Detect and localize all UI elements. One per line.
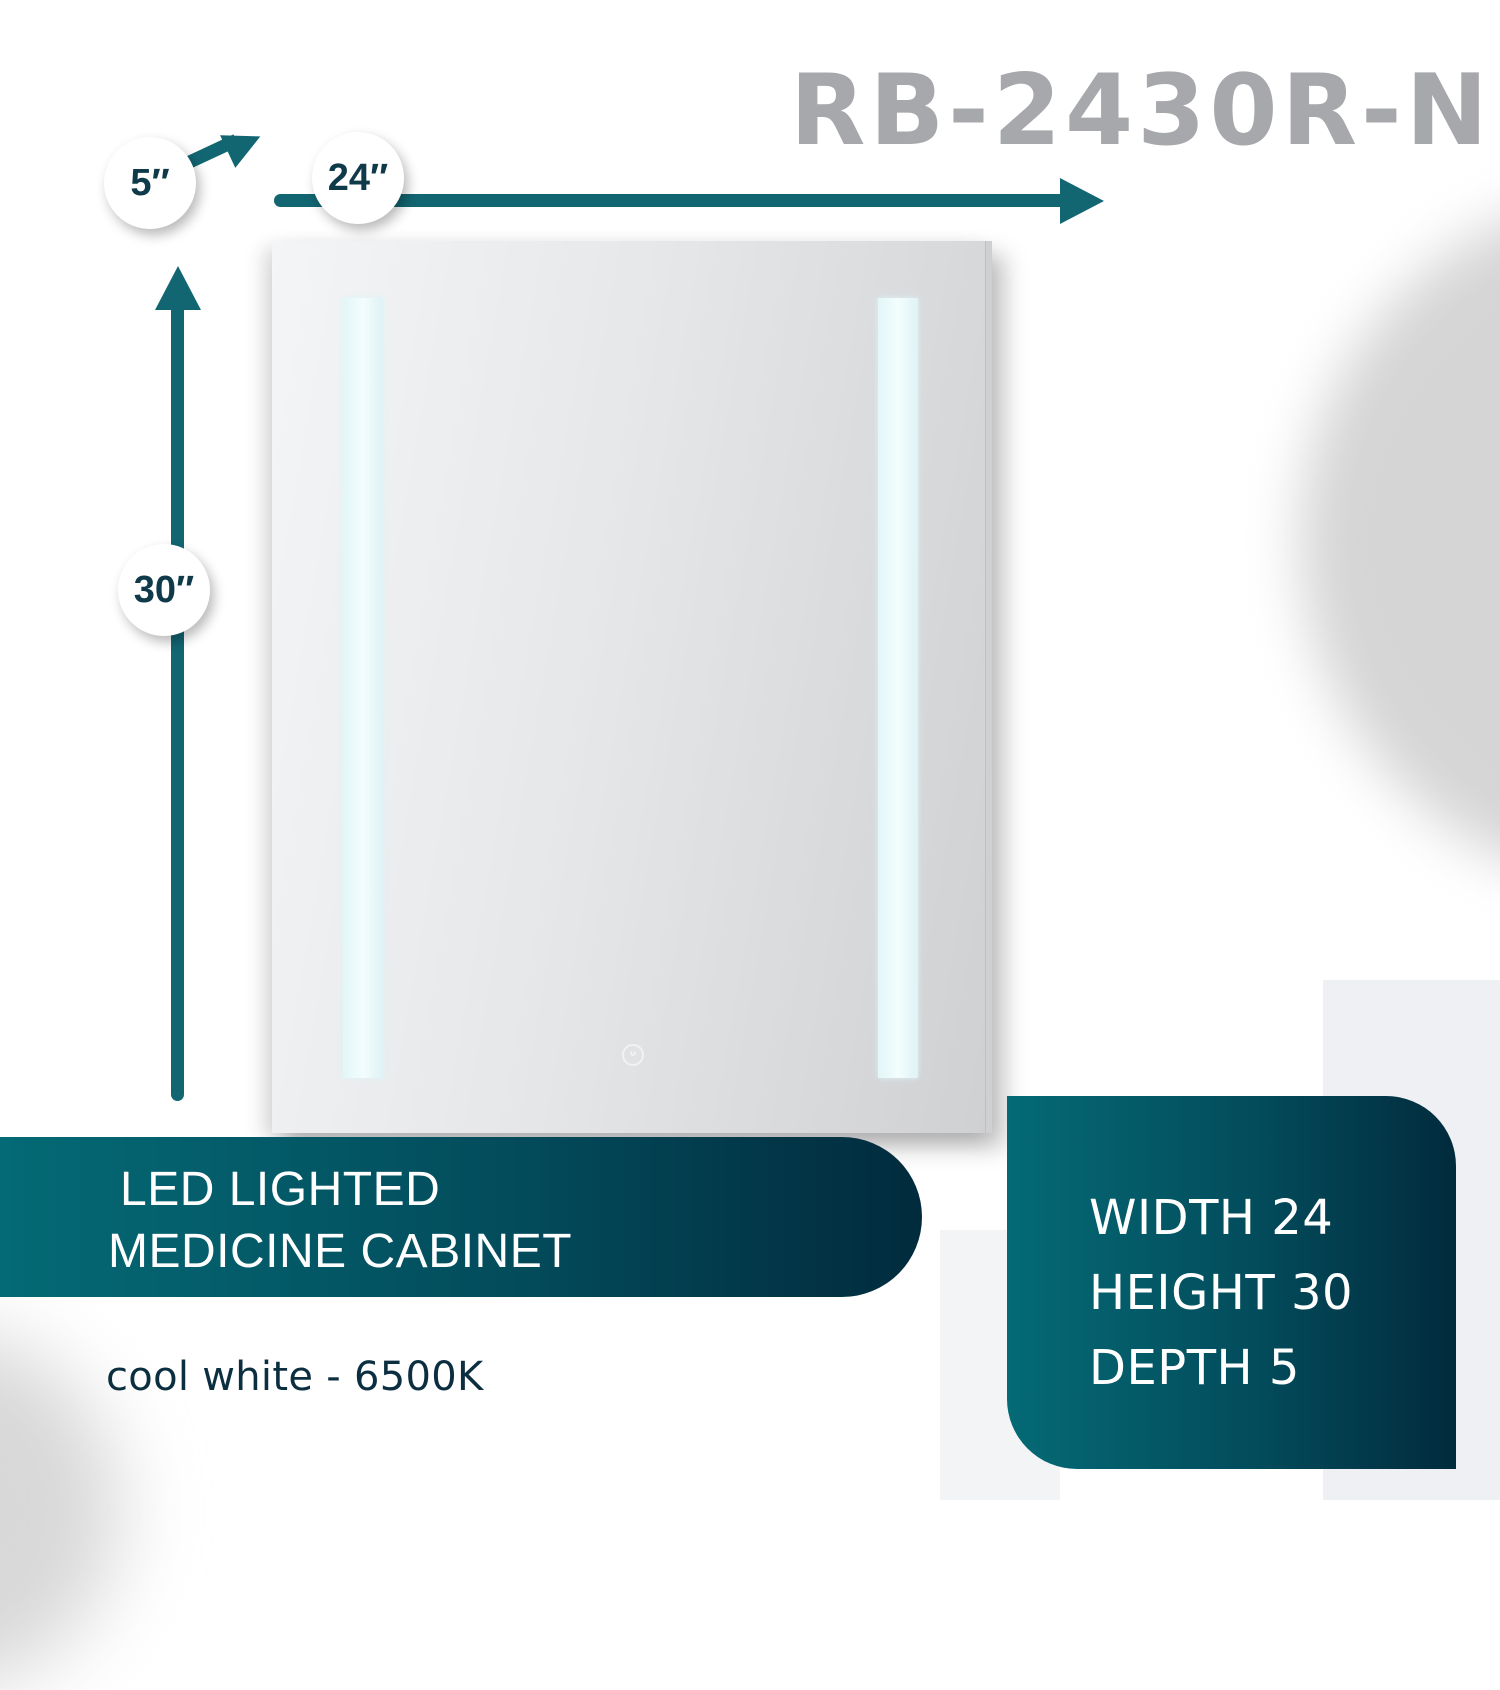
led-strip-right [878,298,918,1078]
color-temperature: cool white - 6500K [106,1354,484,1400]
background-circle [1300,190,1500,890]
product-title-line-1: LED LIGHTED [120,1163,441,1216]
medicine-cabinet-image [272,241,992,1133]
arrow-right-icon [1060,178,1104,224]
spec-depth: DEPTH 5 [1089,1340,1300,1396]
spec-height: HEIGHT 30 [1089,1265,1354,1321]
product-title: LED LIGHTED MEDICINE CABINET [108,1159,572,1283]
cabinet-edge [985,241,992,1133]
width-arrow-line [274,194,1074,207]
led-strip-left [343,298,383,1078]
model-number: RB-2430R-N [790,54,1492,168]
width-badge: 24″ [312,132,404,224]
height-arrow-line [171,296,184,1101]
spec-width: WIDTH 24 [1089,1190,1334,1246]
background-blur [0,1330,120,1690]
height-badge: 30″ [118,544,210,636]
spec-list: WIDTH 24 HEIGHT 30 DEPTH 5 [1089,1181,1353,1406]
product-title-banner: LED LIGHTED MEDICINE CABINET [0,1137,922,1297]
arrow-diagonal-icon [220,120,268,168]
spec-box: WIDTH 24 HEIGHT 30 DEPTH 5 [1007,1096,1456,1469]
depth-badge: 5″ [104,137,196,229]
arrow-up-icon [155,266,201,310]
power-icon [622,1044,644,1066]
product-title-line-2: MEDICINE CABINET [108,1225,573,1278]
